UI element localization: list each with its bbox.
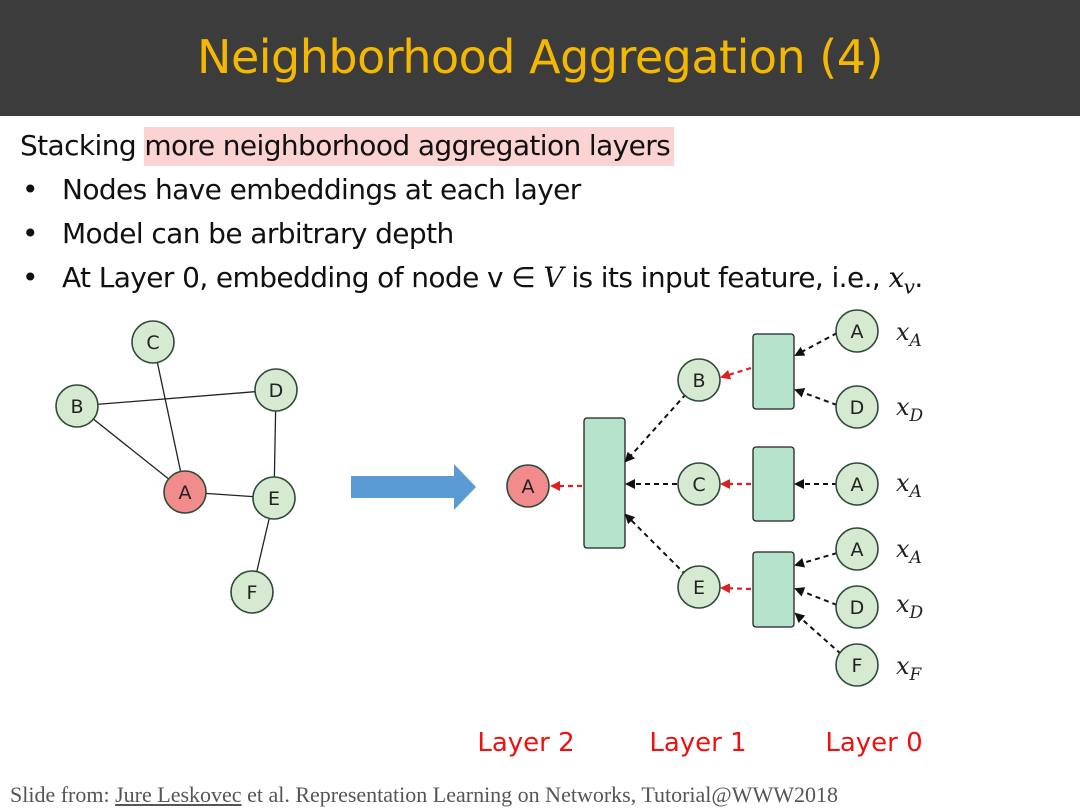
feature-x: x — [896, 590, 910, 618]
tree-root-label: A — [522, 476, 535, 498]
graph-edge-b-a — [76, 405, 186, 493]
tree-leaf-2: D — [835, 385, 879, 429]
footer-author-link[interactable]: Jure Leskovec — [115, 782, 242, 807]
tree-leaf-4: A — [835, 527, 879, 571]
graph-node-d: D — [254, 368, 298, 412]
tree-node-c-label: C — [692, 474, 705, 496]
edge-b-to-box-layer2 — [624, 393, 687, 463]
layer-label-2: Layer 2 — [477, 728, 574, 758]
tree-leaf-6-label: F — [852, 655, 863, 677]
tree-leaf-4-label: A — [851, 539, 864, 561]
tree-leaf-6: F — [835, 643, 879, 687]
feature-x: x — [896, 652, 910, 680]
slide-text: Stacking more neighborhood aggregation l… — [20, 124, 1070, 300]
tree-leaf-5: D — [835, 585, 879, 629]
math-set-v: V — [543, 261, 564, 294]
tree-node-b: B — [677, 358, 721, 402]
bullet-3: • At Layer 0, embedding of node v ∈ V is… — [20, 256, 1070, 300]
bullet-3-end: . — [914, 261, 923, 294]
feature-x: x — [896, 535, 910, 563]
bullet-1-text: Nodes have embeddings at each layer — [62, 173, 581, 206]
math-x: x — [888, 261, 904, 294]
footer-prefix: Slide from: — [10, 782, 116, 807]
tree-node-e-label: E — [693, 577, 705, 599]
tree-node-b-label: B — [692, 370, 705, 392]
lead-highlight: more neighborhood aggregation layers — [144, 127, 675, 166]
slide-title: Neighborhood Aggregation (4) — [197, 30, 883, 84]
aggregator-box-layer2 — [583, 417, 626, 549]
feature-sub: D — [909, 406, 924, 426]
graph-node-b-label: B — [70, 396, 83, 418]
feature-label-6: xF — [896, 652, 923, 685]
bullet-3-prefix: At Layer 0, embedding of node v ∈ — [62, 261, 544, 294]
graph-edge-c-a — [152, 341, 186, 493]
feature-sub: A — [908, 482, 922, 502]
edge-leaf-a-to-box-e — [794, 552, 838, 568]
graph-node-a-label: A — [179, 482, 192, 504]
aggregator-box-b — [752, 333, 795, 410]
aggregator-box-e — [752, 551, 795, 628]
aggregator-box-c — [752, 446, 795, 522]
feature-x: x — [896, 318, 910, 346]
edge-leaf-d-to-box-e — [794, 587, 838, 606]
bullet-2-text: Model can be arbitrary depth — [62, 217, 454, 250]
transform-arrow-icon — [351, 464, 476, 510]
feature-label-4: xA — [896, 535, 922, 568]
feature-label-5: xD — [896, 590, 924, 623]
tree-node-e: E — [677, 565, 721, 609]
bullet-dot: • — [22, 261, 39, 294]
tree-root-node-a: A — [506, 464, 550, 508]
feature-label-3: xA — [896, 469, 922, 502]
edge-leaf-d-to-box-b — [794, 388, 838, 406]
graph-node-d-label: D — [269, 380, 284, 402]
footer-suffix: et al. Representation Learning on Networ… — [241, 782, 838, 807]
bullet-3-text: At Layer 0, embedding of node v ∈ V is i… — [62, 256, 923, 300]
edge-leaf-a-to-box-b — [794, 332, 838, 356]
math-x-sub: v — [903, 274, 915, 299]
tree-leaf-2-label: D — [850, 397, 865, 419]
lead-line: Stacking more neighborhood aggregation l… — [20, 124, 1070, 168]
feature-sub: D — [909, 603, 924, 623]
edge-box-to-e — [720, 583, 752, 594]
tree-leaf-1: A — [835, 309, 879, 353]
edge-e-to-box-layer2 — [624, 513, 687, 576]
feature-sub: F — [909, 665, 923, 685]
graph-node-a: A — [163, 470, 207, 514]
bullet-2: • Model can be arbitrary depth — [20, 212, 1070, 256]
bullet-dot: • — [22, 173, 39, 206]
feature-x: x — [896, 393, 910, 421]
computation-tree: A B C E A D A A — [506, 309, 924, 687]
graph-node-c-label: C — [146, 332, 159, 354]
edge-box-to-b — [720, 366, 752, 380]
tree-leaf-5-label: D — [850, 597, 865, 619]
tree-leaf-3-label: A — [851, 474, 864, 496]
graph-node-f-label: F — [247, 582, 258, 604]
layer-label-1: Layer 1 — [649, 728, 746, 758]
bullet-3-mid: is its input feature, i.e., — [563, 261, 889, 294]
tree-leaf-1-label: A — [851, 321, 864, 343]
bullet-1: • Nodes have embeddings at each layer — [20, 168, 1070, 212]
feature-label-2: xD — [896, 393, 924, 426]
graph-node-e-label: E — [268, 488, 280, 510]
slide-header: Neighborhood Aggregation (4) — [0, 0, 1080, 116]
feature-x: x — [896, 469, 910, 497]
graph-node-f: F — [230, 570, 274, 614]
slide-footer: Slide from: Jure Leskovec et al. Represe… — [10, 782, 838, 808]
tree-leaf-3: A — [835, 462, 879, 506]
layer-label-0: Layer 0 — [825, 728, 922, 758]
input-graph: C B D A E F — [55, 320, 298, 614]
feature-sub: A — [908, 331, 922, 351]
graph-edge-b-d — [76, 389, 277, 407]
graph-node-c: C — [131, 320, 175, 364]
lead-prefix: Stacking — [20, 129, 145, 162]
feature-sub: A — [908, 548, 922, 568]
edge-leaf-f-to-box-e — [794, 612, 842, 655]
tree-node-c: C — [677, 462, 721, 506]
graph-node-e: E — [252, 476, 296, 520]
feature-label-1: xA — [896, 318, 922, 351]
bullet-dot: • — [22, 217, 39, 250]
graph-node-b: B — [55, 384, 99, 428]
